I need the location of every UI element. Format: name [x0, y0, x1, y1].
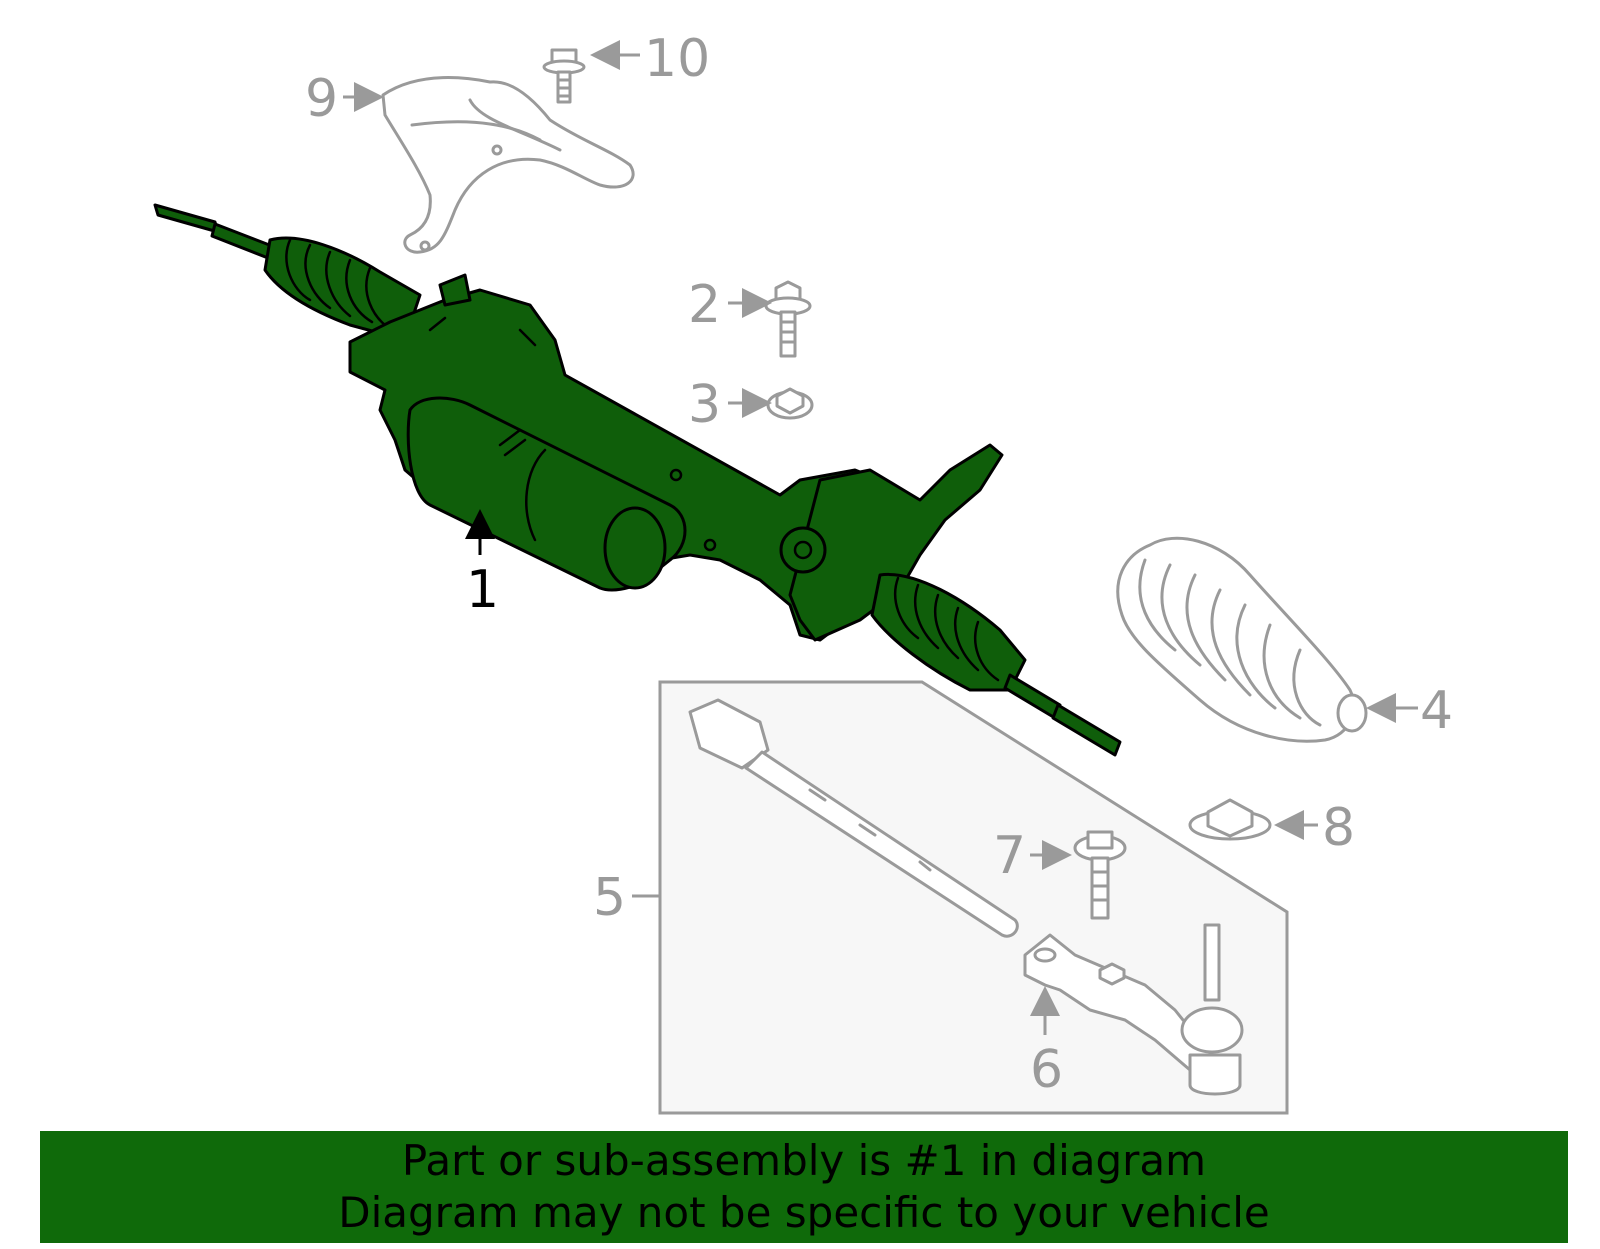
bolt-part-7[interactable] [1073, 830, 1127, 920]
callout-9[interactable]: 9 [305, 69, 338, 129]
callout-10[interactable]: 10 [644, 29, 710, 89]
callout-1[interactable]: 1 [466, 560, 499, 620]
banner-line-2: Diagram may not be specific to your vehi… [338, 1188, 1270, 1237]
tie-rod-end-part-6[interactable] [1023, 923, 1244, 1096]
nut-part-3[interactable] [766, 387, 814, 420]
heat-shield-part-9[interactable] [381, 76, 635, 254]
banner-line-1: Part or sub-assembly is #1 in diagram [401, 1136, 1207, 1185]
callout-6[interactable]: 6 [1030, 1040, 1063, 1100]
bolt-part-10[interactable] [542, 48, 586, 104]
callout-5[interactable]: 5 [593, 868, 626, 928]
nut-part-8[interactable] [1188, 798, 1272, 841]
steering-boot-part-4[interactable] [1116, 536, 1368, 743]
callout-4[interactable]: 4 [1420, 681, 1453, 741]
steering-rack-part-1[interactable] [153, 203, 1122, 757]
callout-7[interactable]: 7 [993, 826, 1026, 886]
tie-rod-assembly-box-part-5[interactable] [658, 680, 1289, 1115]
info-banner: Part or sub-assembly is #1 in diagram Di… [40, 1131, 1568, 1243]
callout-8[interactable]: 8 [1322, 798, 1355, 858]
bolt-part-2[interactable] [764, 280, 812, 358]
callout-3[interactable]: 3 [688, 375, 721, 435]
callout-2[interactable]: 2 [688, 275, 721, 335]
